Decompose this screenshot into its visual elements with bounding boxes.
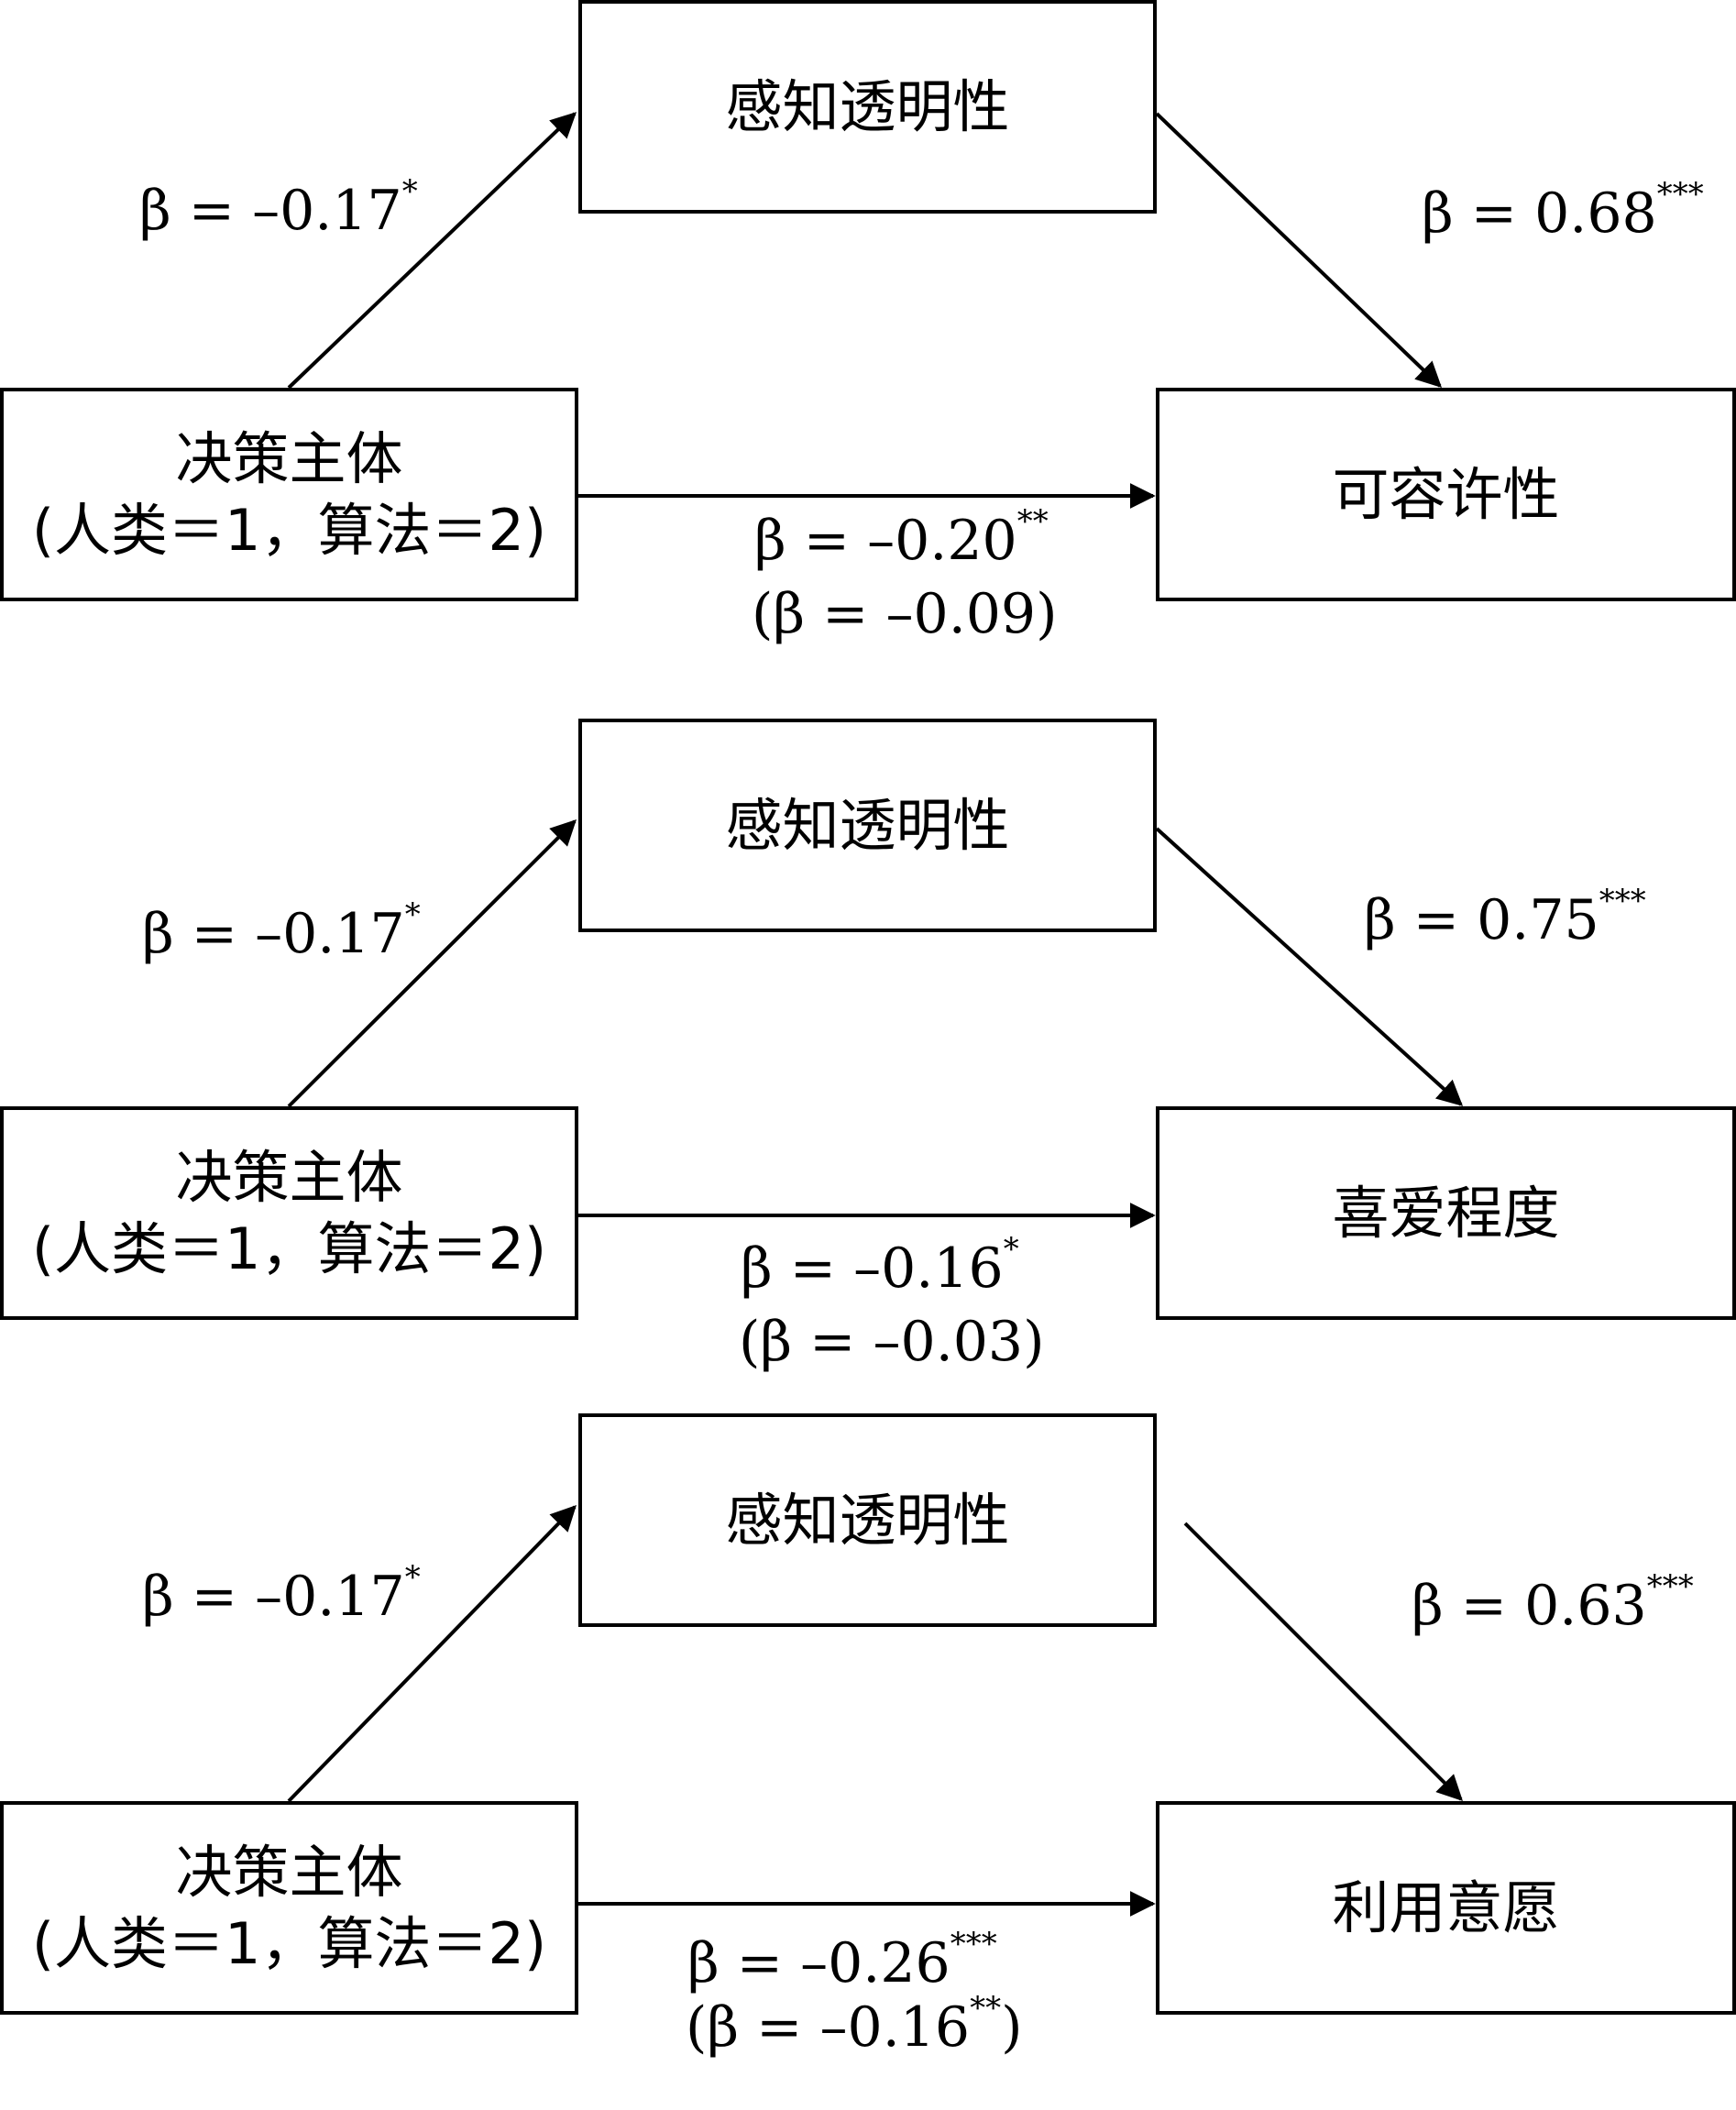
arrow-a [287,819,577,1108]
coef-path-c: β = –0.26*** [687,1926,997,1995]
coef-path-c-prime: (β = –0.03) [739,1310,1045,1374]
arrows-layer [287,819,1464,1228]
mediator-label: 感知透明性 [725,72,1010,140]
arrow-b [1155,112,1443,388]
arrow-b [1183,1522,1463,1801]
coef-path-b: β = 0.63*** [1412,1568,1694,1638]
predictor-box: 决策主体 (人类＝1，算法＝2) [0,1801,578,2015]
predictor-coding: (人类＝1，算法＝2) [31,1214,547,1282]
outcome-label: 利用意愿 [1332,1874,1560,1941]
outcome-box: 喜爱程度 [1156,1106,1736,1320]
mediation-panel-1: 感知透明性 决策主体 (人类＝1，算法＝2) 可容许性 β = –0.17* β… [0,0,1736,697]
predictor-box: 决策主体 (人类＝1，算法＝2) [0,388,578,601]
mediator-box: 感知透明性 [578,0,1157,214]
mediator-label: 感知透明性 [725,1486,1010,1554]
coef-path-b: β = 0.68*** [1422,176,1704,246]
mediation-panel-3: 感知透明性 决策主体 (人类＝1，算法＝2) 利用意愿 β = –0.17* β… [0,1413,1736,2110]
coef-path-c-prime: (β = –0.09) [752,582,1058,646]
outcome-label: 喜爱程度 [1332,1179,1560,1247]
coef-path-c: β = –0.16* [741,1231,1019,1301]
mediator-box: 感知透明性 [578,1413,1157,1627]
coef-path-b: β = 0.75*** [1364,883,1646,952]
arrow-a [287,112,577,390]
predictor-box: 决策主体 (人类＝1，算法＝2) [0,1106,578,1320]
predictor-label: 决策主体 [175,1839,403,1906]
coef-path-c: β = –0.20** [754,503,1049,573]
coef-path-a: β = –0.17* [139,173,418,243]
coef-path-a: β = –0.17* [142,1559,421,1629]
coef-path-c-prime: (β = –0.16**) [686,1990,1023,2060]
mediation-panel-2: 感知透明性 决策主体 (人类＝1，算法＝2) 喜爱程度 β = –0.17* β… [0,719,1736,1415]
arrow-b [1155,827,1464,1106]
outcome-label: 可容许性 [1332,460,1560,528]
predictor-coding: (人类＝1，算法＝2) [31,496,547,564]
outcome-box: 可容许性 [1156,388,1736,601]
arrows-layer [287,1504,1463,1917]
predictor-coding: (人类＝1，算法＝2) [31,1909,547,1977]
mediator-label: 感知透明性 [725,791,1010,859]
outcome-box: 利用意愿 [1156,1801,1736,2015]
coef-path-a: β = –0.17* [142,896,421,966]
arrows-layer [287,112,1443,509]
predictor-label: 决策主体 [175,1144,403,1211]
predictor-label: 决策主体 [175,425,403,492]
arrow-a [287,1504,577,1803]
mediator-box: 感知透明性 [578,719,1157,932]
